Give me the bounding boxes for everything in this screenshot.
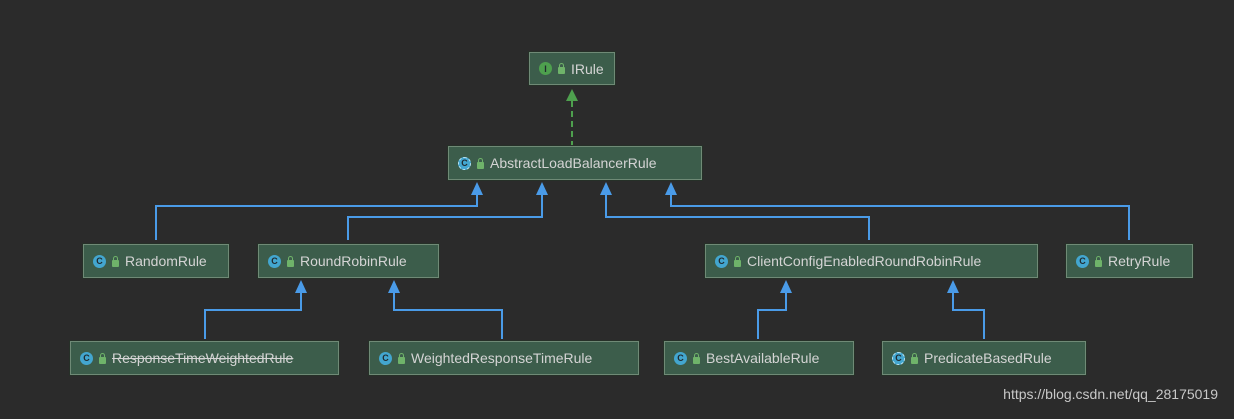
class-icon: C [268, 254, 281, 268]
node-label: WeightedResponseTimeRule [411, 350, 593, 366]
node-abstract-load-balancer-rule[interactable]: C AbstractLoadBalancerRule [448, 146, 702, 180]
class-icon: C [80, 351, 93, 365]
node-label-deprecated: ResponseTimeWeightedRule [112, 350, 294, 366]
node-label: RandomRule [125, 253, 207, 269]
public-lock-icon [911, 352, 918, 364]
node-label: ClientConfigEnabledRoundRobinRule [747, 253, 982, 269]
abstract-class-icon: C [458, 156, 471, 170]
node-round-robin-rule[interactable]: C RoundRobinRule [258, 244, 439, 278]
public-lock-icon [734, 255, 741, 267]
public-lock-icon [398, 352, 405, 364]
node-best-available-rule[interactable]: C BestAvailableRule [664, 341, 854, 375]
public-lock-icon [477, 157, 484, 169]
node-random-rule[interactable]: C RandomRule [83, 244, 229, 278]
node-label: RetryRule [1108, 253, 1171, 269]
class-icon: C [379, 351, 392, 365]
watermark: https://blog.csdn.net/qq_28175019 [1003, 386, 1218, 402]
node-weighted-response-time-rule[interactable]: C WeightedResponseTimeRule [369, 341, 639, 375]
extends-arrowhead-bestavailable [780, 280, 792, 293]
node-client-config-enabled-round-robin-rule[interactable]: C ClientConfigEnabledRoundRobinRule [705, 244, 1038, 278]
extends-arrowhead-clientconfig [600, 182, 612, 195]
implements-arrowhead [566, 89, 578, 101]
extends-arrowhead-predicatebased [947, 280, 959, 293]
class-icon: C [93, 254, 106, 268]
extends-arrowhead-retry [665, 182, 677, 195]
public-lock-icon [112, 255, 119, 267]
node-label: AbstractLoadBalancerRule [490, 155, 657, 171]
extends-arrowhead-roundrobin [536, 182, 548, 195]
extends-line-predicatebased [952, 291, 985, 339]
node-predicate-based-rule[interactable]: C PredicateBasedRule [882, 341, 1086, 375]
extends-arrowhead-weightedresponsetime [388, 280, 400, 293]
extends-line-responsetimeweighted [204, 291, 302, 339]
extends-line-roundrobin [347, 193, 543, 240]
public-lock-icon [99, 352, 106, 364]
node-retry-rule[interactable]: C RetryRule [1066, 244, 1193, 278]
class-icon: C [1076, 254, 1089, 268]
node-irule[interactable]: I IRule [529, 52, 615, 85]
interface-icon: I [539, 62, 552, 75]
abstract-class-icon: C [892, 351, 905, 365]
extends-line-bestavailable [757, 291, 787, 339]
node-response-time-weighted-rule[interactable]: C ResponseTimeWeightedRule [70, 341, 339, 375]
node-label: IRule [571, 60, 604, 77]
class-icon: C [674, 351, 687, 365]
public-lock-icon [1095, 255, 1102, 267]
node-label: RoundRobinRule [300, 253, 407, 269]
public-lock-icon [287, 255, 294, 267]
class-icon: C [715, 254, 728, 268]
extends-line-clientconfig [605, 193, 870, 240]
extends-line-retry [670, 193, 1130, 240]
extends-arrowhead-random [471, 182, 483, 195]
public-lock-icon [693, 352, 700, 364]
extends-arrowhead-responsetimeweighted [295, 280, 307, 293]
extends-line-weightedresponsetime [393, 291, 503, 339]
node-label: PredicateBasedRule [924, 350, 1052, 366]
node-label: BestAvailableRule [706, 350, 820, 366]
public-lock-icon [558, 63, 565, 74]
extends-line-random [155, 193, 478, 240]
